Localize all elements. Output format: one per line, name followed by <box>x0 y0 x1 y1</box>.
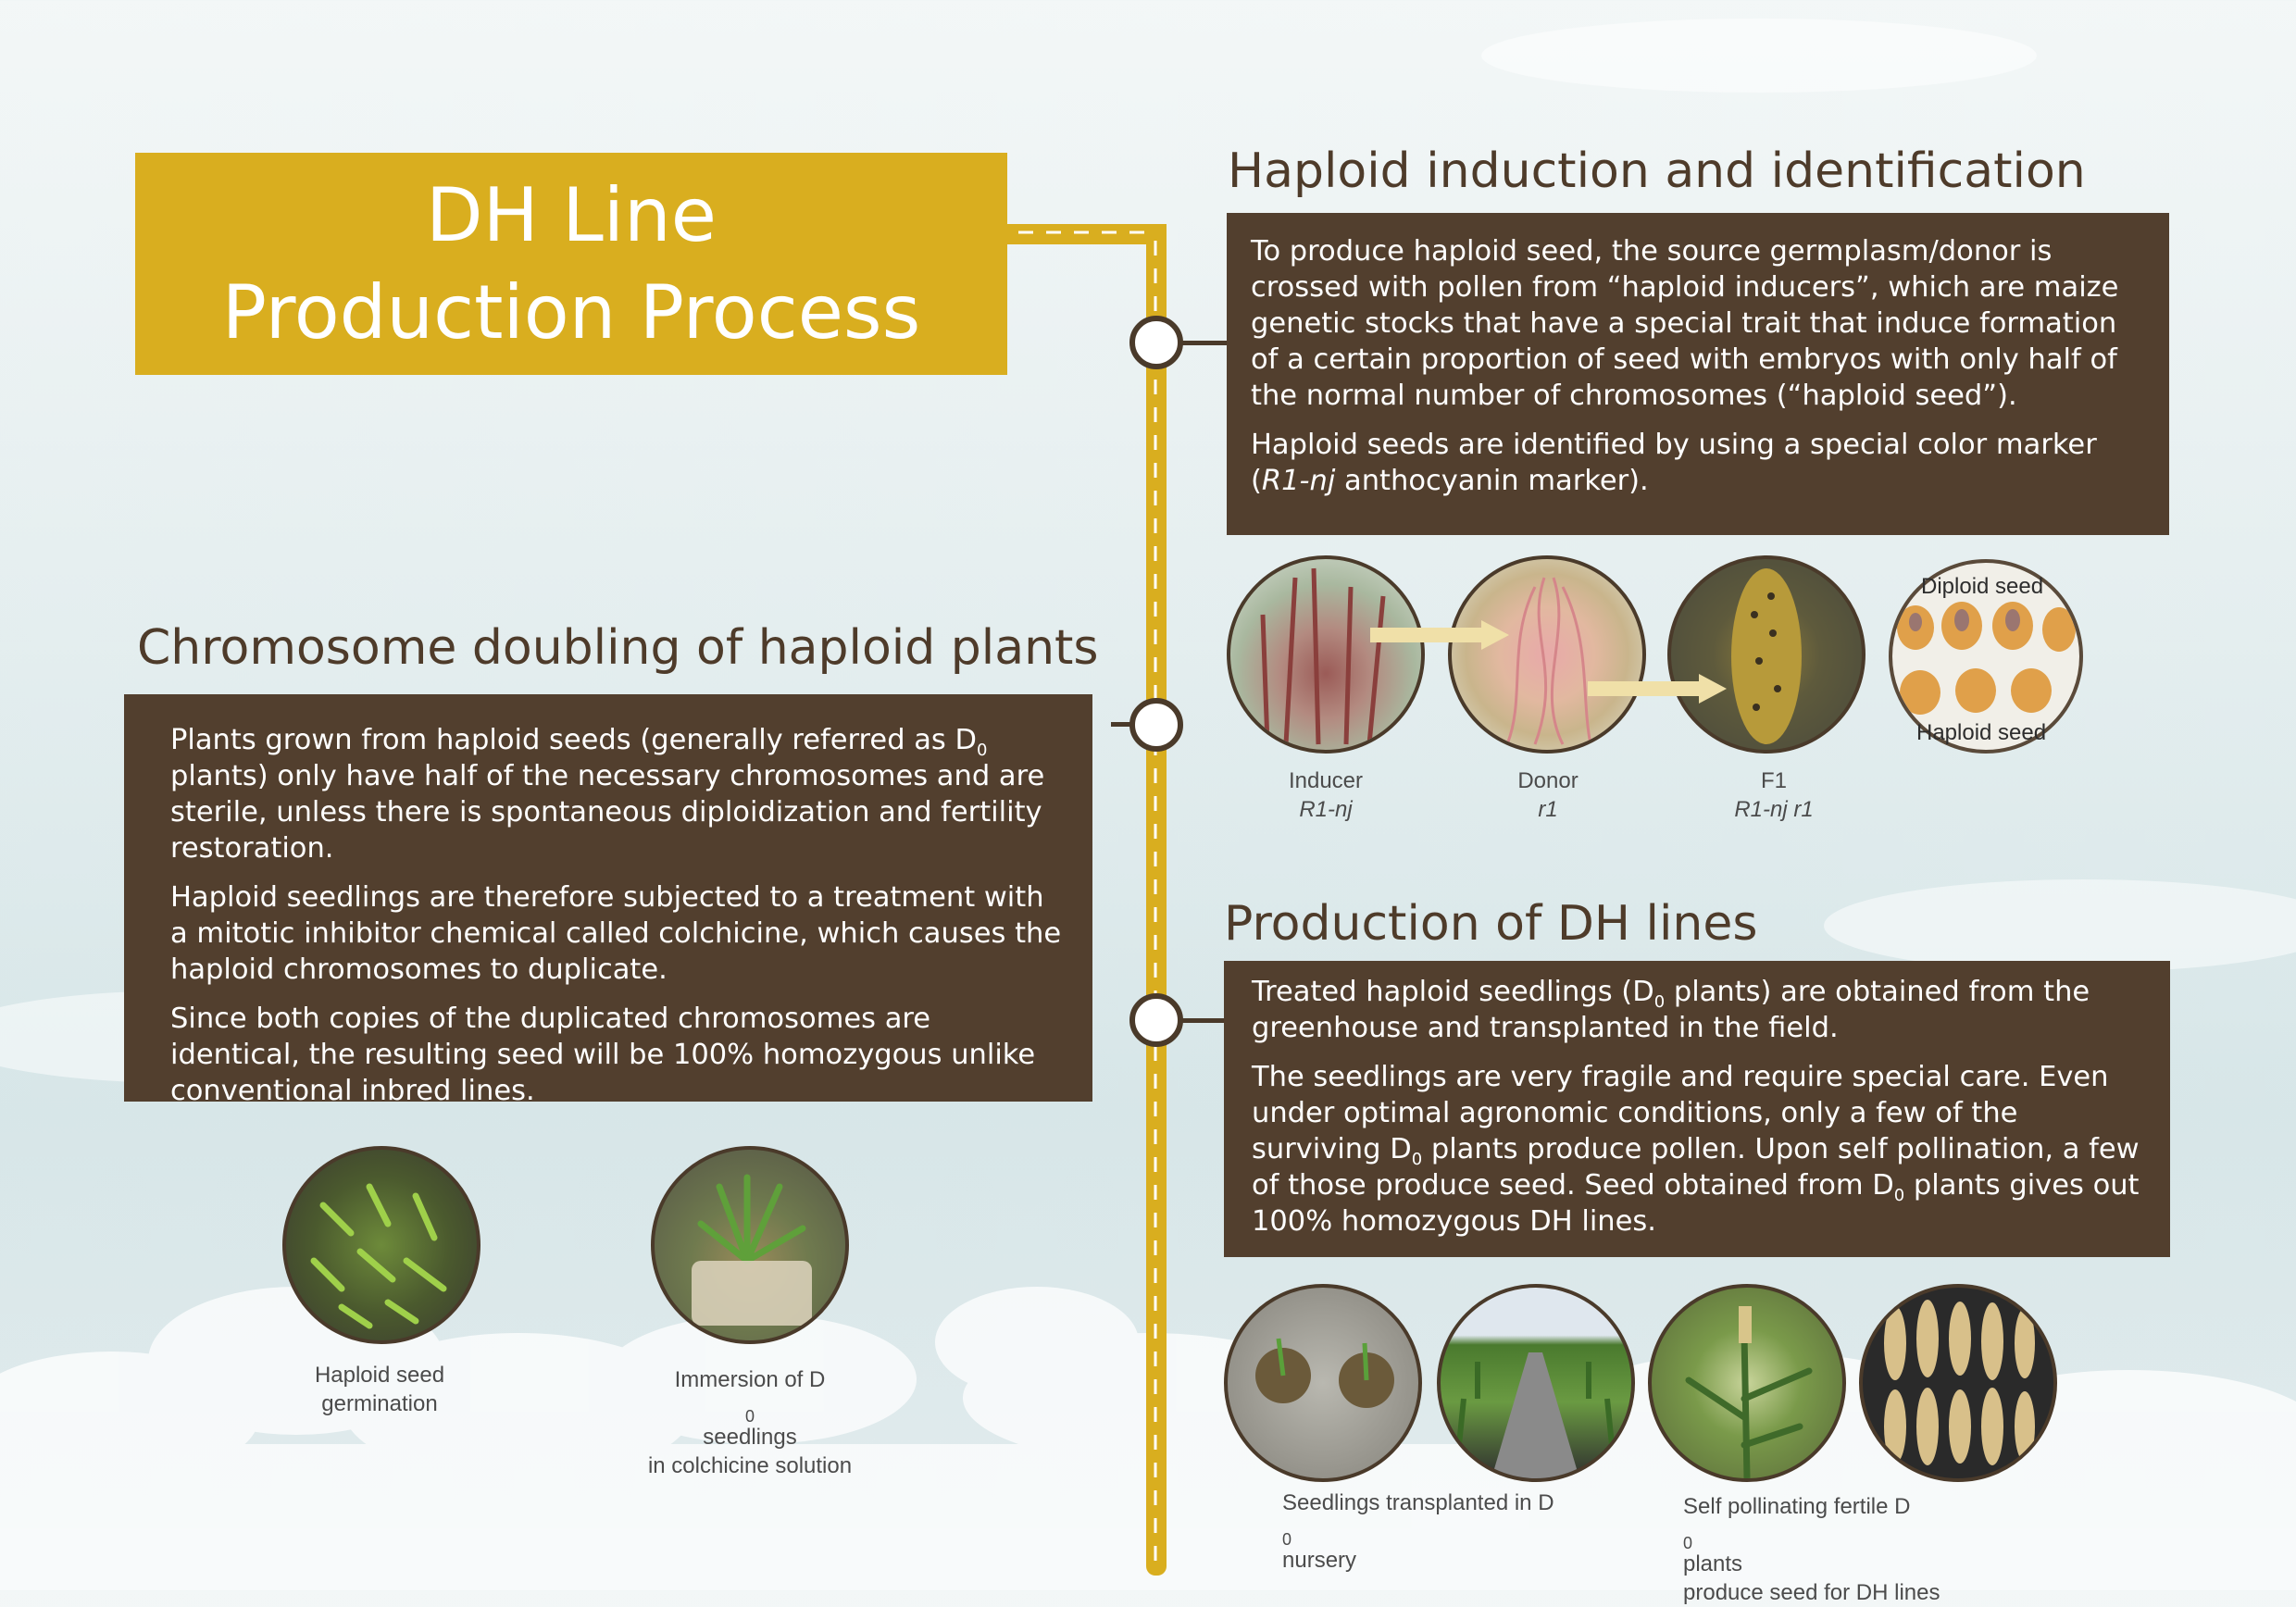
seed-ears-photo <box>1859 1284 2057 1482</box>
selfpoll-caption-b: plants <box>1683 1551 1743 1576</box>
doubling-para2: Haploid seedlings are therefore subjecte… <box>170 881 1062 986</box>
connector-production <box>1157 1018 1227 1023</box>
maize-plant-graphic <box>1685 1306 1813 1478</box>
germination-caption-line1: Haploid seed <box>314 1363 445 1388</box>
title-line1: DH Line <box>426 172 717 258</box>
title-line2: Production Process <box>221 269 921 355</box>
chromosome-doubling-box: Plants grown from haploid seeds (general… <box>124 694 1092 1107</box>
caption-inducer: Inducer R1-nj <box>1233 766 1418 824</box>
title-banner: DH Line Production Process <box>135 153 1007 375</box>
heading-production: Production of DH lines <box>1224 896 1758 952</box>
diploid-seed-label: Diploid seed <box>1921 574 2044 599</box>
f1-label: F1 <box>1760 768 1787 793</box>
timeline-node-production <box>1129 993 1183 1047</box>
transplant-caption-a: Seedlings transplanted in D <box>1282 1490 1554 1515</box>
inducer-photo <box>1227 555 1425 754</box>
self-pollinating-photo <box>1648 1284 1846 1482</box>
donor-label: Donor <box>1517 768 1578 793</box>
immersion-photo <box>651 1146 849 1344</box>
haploid-seed-label: Haploid seed <box>1916 720 2047 745</box>
haploid-induction-box: To produce haploid seed, the source germ… <box>1227 213 2169 535</box>
arrow-2 <box>1588 681 1699 696</box>
heading-chromosome-doubling: Chromosome doubling of haploid plants <box>137 620 1099 676</box>
immersion-caption-b: seedlings <box>703 1425 797 1450</box>
seed-photo <box>1889 559 2083 754</box>
timeline-node-doubling <box>1129 698 1183 752</box>
caption-immersion: Immersion of D 0 seedlings in colchicine … <box>593 1365 907 1480</box>
timeline-bar <box>1146 224 1167 1576</box>
selfpoll-caption-line1: Self pollinating fertile D 0 plants <box>1683 1492 2035 1578</box>
f1-ear-graphic <box>1731 568 1802 744</box>
immersion-caption-a: Immersion of D <box>674 1367 826 1392</box>
germination-photo <box>282 1146 480 1344</box>
arrow-2-head <box>1699 674 1727 704</box>
doubling-para3: Since both copies of the duplicated chro… <box>170 1003 1036 1107</box>
arrow-1 <box>1370 628 1481 642</box>
haploid-induction-para1: To produce haploid seed, the source germ… <box>1251 235 2119 412</box>
immersion-d0-subscript: 0 <box>744 1407 755 1426</box>
heading-haploid-induction: Haploid induction and identification <box>1228 143 2086 199</box>
immersion-container-graphic <box>692 1174 812 1326</box>
transplant-photo-2 <box>1437 1284 1635 1482</box>
selfpoll-caption-a: Self pollinating fertile D <box>1683 1494 1911 1519</box>
para2-prefix: Haploid seeds are identified by using a … <box>1251 429 2097 497</box>
transplant-holes-graphic <box>1255 1338 1394 1408</box>
immersion-caption-line1: Immersion of D 0 seedlings <box>593 1365 907 1451</box>
inducer-label: Inducer <box>1288 768 1364 793</box>
production-d0-subscript-1: 0 <box>1653 992 1666 1012</box>
transplant-photo-1 <box>1224 1284 1422 1482</box>
seed-kernels-graphic <box>1897 602 2076 715</box>
haploid-induction-para2: Haploid seeds are identified by using a … <box>1251 427 2145 499</box>
donor-photo <box>1448 555 1646 754</box>
production-para1-a: Treated haploid seedlings (D <box>1252 976 1654 1008</box>
production-para2-c: plants gives out 100% homozygous DH line… <box>1252 1169 2140 1238</box>
donor-genotype: r1 <box>1538 797 1558 822</box>
caption-self-pollinating: Self pollinating fertile D 0 plants produ… <box>1683 1492 2035 1607</box>
transplant-caption-line2: nursery <box>1282 1548 1357 1573</box>
production-d0-subscript-3: 0 <box>1893 1186 1905 1205</box>
f1-photo <box>1667 555 1866 754</box>
production-para1-b: plants) are obtained from the greenhouse… <box>1252 976 2090 1044</box>
production-d0-subscript-2: 0 <box>1411 1150 1423 1169</box>
caption-germination: Haploid seed germination <box>278 1361 481 1418</box>
timeline-node-haploid <box>1129 316 1183 369</box>
d0-subscript: 0 <box>977 741 988 760</box>
para2-suffix: anthocyanin marker). <box>1335 465 1649 497</box>
caption-f1: F1 R1-nj r1 <box>1681 766 1866 824</box>
doubling-para1-a: Plants grown from haploid seeds (general… <box>170 724 978 756</box>
doubling-para1-b: plants) only have half of the necessary … <box>170 760 1045 865</box>
field-rows-graphic <box>1456 1352 1615 1478</box>
inducer-genotype: R1-nj <box>1299 797 1353 822</box>
page-title: DH Line Production Process <box>135 167 1007 361</box>
connector-haploid <box>1157 341 1231 345</box>
transplant-d0-subscript: 0 <box>1282 1530 1292 1549</box>
selfpoll-d0-subscript: 0 <box>1683 1534 1693 1552</box>
marker-name: R1-nj <box>1261 465 1336 497</box>
inducer-tassel-graphic <box>1260 567 1386 745</box>
timeline-connector <box>1007 224 1167 244</box>
doubling-para1: Plants grown from haploid seeds (general… <box>170 722 1065 866</box>
production-box: Treated haploid seedlings (D0 plants) ar… <box>1224 961 2170 1257</box>
germination-seedlings-graphic <box>310 1183 447 1329</box>
maize-ears-graphic <box>1884 1300 2035 1465</box>
f1-genotype: R1-nj r1 <box>1734 797 1814 822</box>
production-para2-b: plants produce pollen. Upon self pollina… <box>1252 1133 2140 1202</box>
caption-donor: Donor r1 <box>1455 766 1641 824</box>
production-para2: The seedlings are very fragile and requi… <box>1252 1059 2144 1240</box>
germination-caption-line2: germination <box>321 1391 438 1416</box>
selfpoll-caption-line2: produce seed for DH lines <box>1683 1580 1940 1605</box>
donor-silk-graphic <box>1505 577 1592 745</box>
transplant-caption-line1: Seedlings transplanted in D 0 <box>1282 1489 1616 1549</box>
production-para2-a: The seedlings are very fragile and requi… <box>1252 1061 2109 1165</box>
timeline <box>1007 224 1167 1576</box>
caption-transplant: Seedlings transplanted in D 0 nursery <box>1282 1489 1616 1575</box>
arrow-1-head <box>1481 620 1509 650</box>
immersion-caption-line2: in colchicine solution <box>647 1453 853 1478</box>
cross-arrows <box>1370 620 1727 704</box>
production-para1: Treated haploid seedlings (D0 plants) ar… <box>1252 974 2144 1046</box>
